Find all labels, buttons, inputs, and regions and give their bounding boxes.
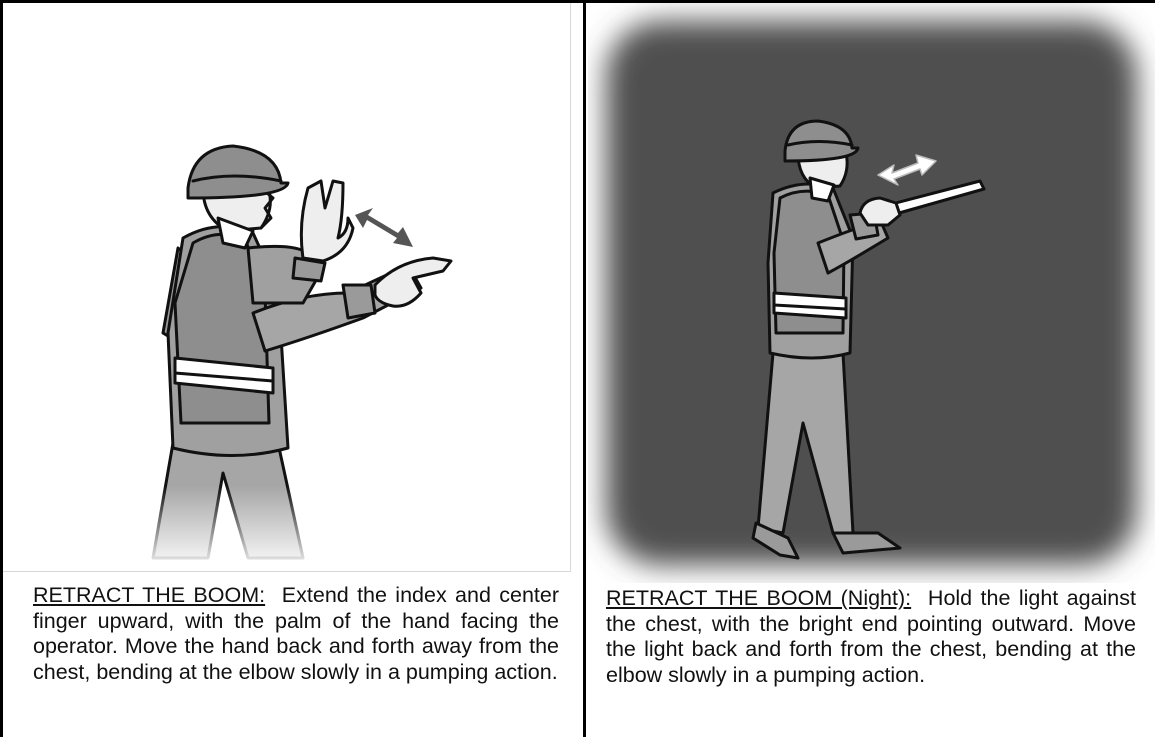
signalman-night-figure — [588, 3, 1155, 583]
night-signal-illustration — [588, 3, 1155, 583]
night-signal-caption: RETRACT THE BOOM (Night): Hold the light… — [606, 586, 1136, 688]
day-signal-title: RETRACT THE BOOM: — [33, 583, 265, 607]
day-signal-illustration — [3, 3, 571, 572]
column-divider — [583, 0, 586, 737]
day-signal-caption: RETRACT THE BOOM: Extend the index and c… — [33, 583, 559, 685]
signalman-day-figure — [3, 3, 570, 571]
night-signal-title: RETRACT THE BOOM (Night): — [606, 586, 911, 610]
